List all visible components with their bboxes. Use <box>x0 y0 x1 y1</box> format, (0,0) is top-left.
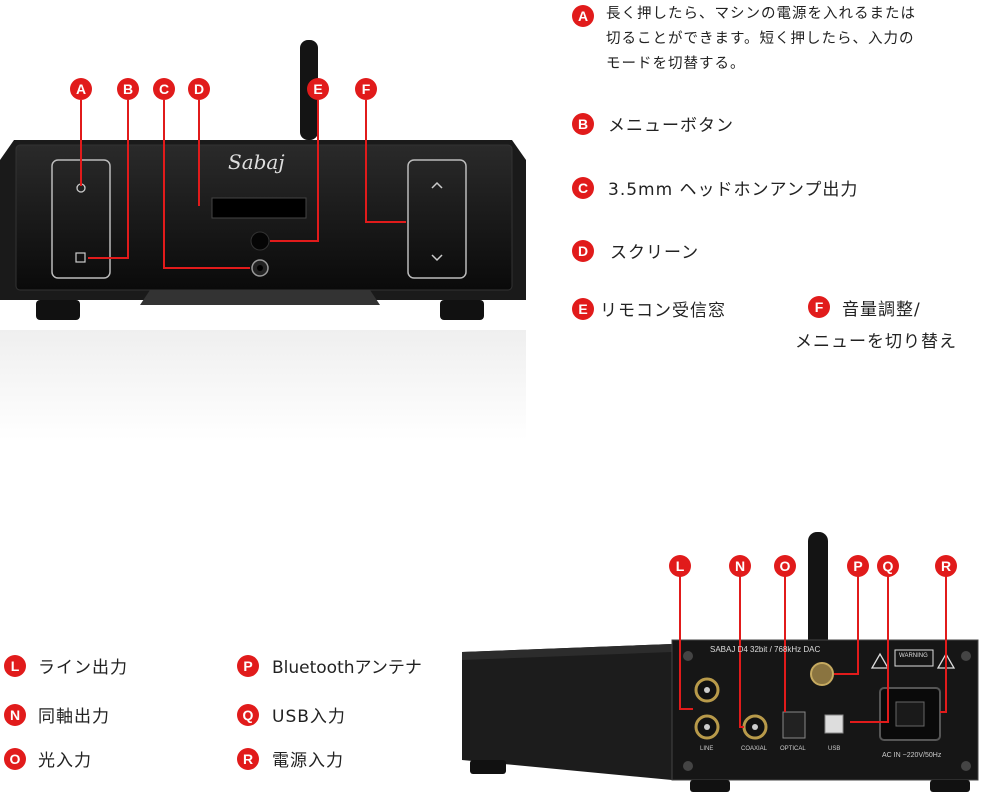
legend-e-key: E <box>572 298 594 320</box>
legend-a-text: 長く押したら、マシンの電源を入れるまたは 切ることができます。短く押したら、入力… <box>606 2 916 77</box>
ir-window <box>250 231 270 251</box>
legend-q-text: USB入力 <box>272 707 346 727</box>
rear-marker-n: N <box>729 555 751 577</box>
legend-b-key: B <box>572 113 594 135</box>
ac-power-inlet <box>879 687 941 741</box>
right-touch-panel <box>407 159 467 279</box>
rear-marker-q: Q <box>877 555 899 577</box>
legend-b-text: メニューボタン <box>608 116 734 136</box>
rear-model-text: SABAJ D4 32bit / 768kHz DAC <box>710 645 821 654</box>
ac-input-text: AC IN ~220V/50Hz <box>882 752 942 759</box>
front-device-illustration <box>0 40 526 440</box>
legend-f-line-2: メニューを切り替え <box>795 332 957 352</box>
usb-port <box>824 714 844 734</box>
legend-l-key: L <box>4 655 26 677</box>
rca-line-top <box>694 677 720 703</box>
rear-antenna <box>808 532 828 662</box>
menu-icon <box>75 252 86 263</box>
legend-d-text: スクリーン <box>610 243 700 263</box>
front-marker-f: F <box>355 78 377 100</box>
rear-warning-text: WARNING <box>899 653 928 659</box>
front-marker-b: B <box>117 78 139 100</box>
legend-l-text: ライン出力 <box>38 658 128 678</box>
rear-marker-r: R <box>935 555 957 577</box>
legend-q-key: Q <box>237 704 259 726</box>
front-marker-e: E <box>307 78 329 100</box>
rear-panel <box>671 639 979 781</box>
front-marker-d: D <box>188 78 210 100</box>
volume-up-icon <box>431 181 443 189</box>
legend-n-key: N <box>4 704 26 726</box>
port-label-optical: OPTICAL <box>780 746 806 752</box>
rear-marker-l: L <box>669 555 691 577</box>
legend-r-text: 電源入力 <box>272 751 344 771</box>
rca-coaxial <box>742 714 768 740</box>
port-label-line: LINE <box>700 746 714 752</box>
legend-f-line-1: 音量調整/ <box>842 300 921 320</box>
legend-o-key: O <box>4 748 26 770</box>
front-marker-c: C <box>153 78 175 100</box>
front-reflection <box>0 330 526 440</box>
legend-a-line-2: 切ることができます。短く押したら、入力の <box>606 31 915 47</box>
rca-line-bottom <box>694 714 720 740</box>
legend-r-key: R <box>237 748 259 770</box>
legend-a-line-1: 長く押したら、マシンの電源を入れるまたは <box>606 6 916 22</box>
front-foot-right <box>440 300 484 320</box>
legend-o-text: 光入力 <box>38 751 92 771</box>
brand-logo: Sabaj <box>228 150 285 174</box>
legend-c-text: 3.5mm ヘッドホンアンプ出力 <box>608 180 859 200</box>
legend-a-line-3: モードを切替する。 <box>606 56 746 72</box>
bluetooth-connector <box>810 662 834 686</box>
legend-d-key: D <box>572 240 594 262</box>
legend-n-text: 同軸出力 <box>38 707 110 727</box>
legend-e-text: リモコン受信窓 <box>600 301 726 321</box>
port-label-usb: USB <box>828 746 841 752</box>
port-label-coaxial: COAXIAL <box>741 746 768 752</box>
legend-c-key: C <box>572 177 594 199</box>
front-marker-a: A <box>70 78 92 100</box>
display-screen <box>211 197 307 219</box>
legend-f-key: F <box>808 296 830 318</box>
legend-a-key: A <box>572 5 594 27</box>
volume-down-icon <box>431 254 443 262</box>
rear-marker-o: O <box>774 555 796 577</box>
legend-p-key: P <box>237 655 259 677</box>
optical-port <box>782 711 806 739</box>
front-foot-left <box>36 300 80 320</box>
legend-p-text: Bluetoothアンテナ <box>272 658 422 678</box>
rear-marker-p: P <box>847 555 869 577</box>
rear-chassis-side <box>462 644 672 780</box>
